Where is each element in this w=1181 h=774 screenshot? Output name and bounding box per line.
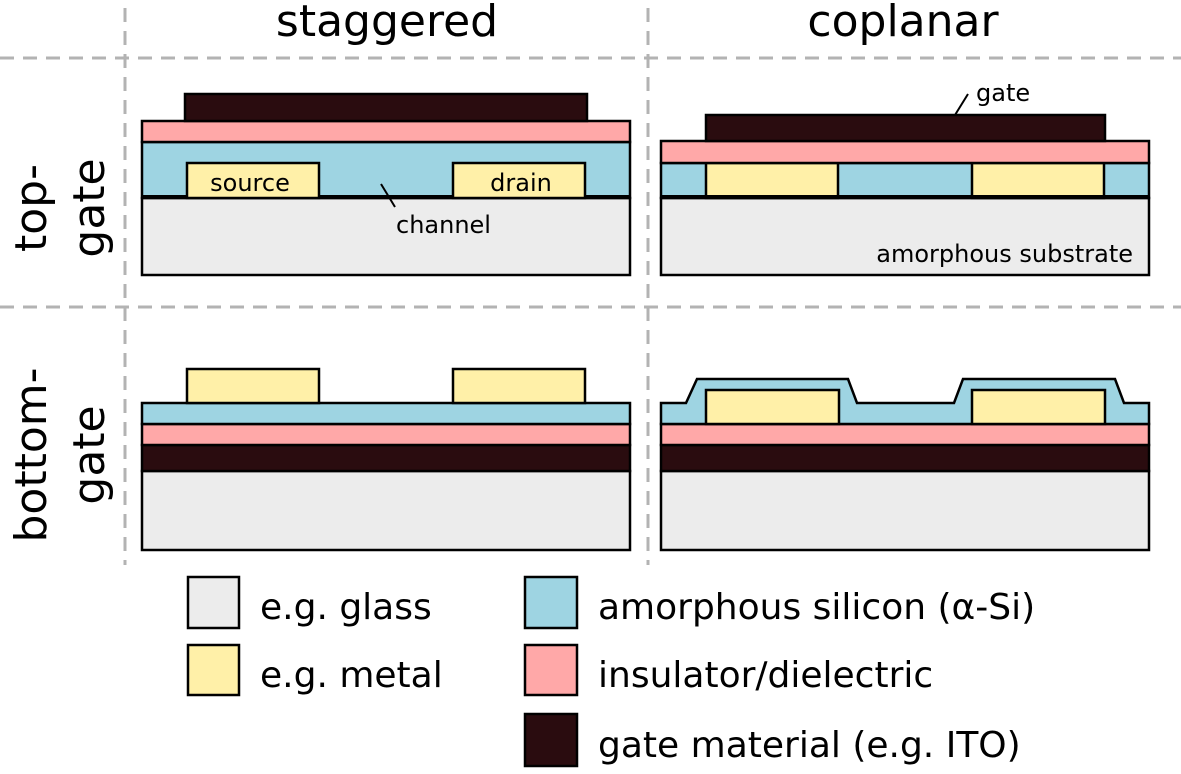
label-amorphous-substrate: amorphous substrate [876, 240, 1133, 268]
legend-swatch-insulator [523, 643, 579, 697]
legend-swatch-metal [186, 643, 241, 697]
label-drain: drain [490, 169, 552, 197]
bgc-drain-contact [970, 388, 1107, 426]
legend-item-metal: e.g. metal [186, 643, 443, 697]
bottom-gate-coplanar-device [659, 377, 1151, 552]
tgc-gate [704, 113, 1107, 143]
tgc-insulator [659, 139, 1151, 165]
legend-label-insulator: insulator/dielectric [598, 655, 933, 696]
tgs-drain-contact [451, 161, 587, 200]
column-header-coplanar: coplanar [807, 0, 999, 47]
bgc-substrate [659, 469, 1151, 552]
legend-label-gate-material: gate material (e.g. ITO) [598, 725, 1021, 766]
bgs-insulator [140, 422, 632, 447]
tgs-insulator [140, 119, 632, 144]
gate-leader-line [954, 93, 969, 116]
legend-item-glass: e.g. glass [186, 575, 432, 630]
row-header-top-gate-line1: top- [6, 164, 57, 252]
legend-label-metal: e.g. metal [260, 655, 443, 696]
legend-label-silicon: amorphous silicon (α-Si) [598, 587, 1035, 628]
bgc-insulator [659, 422, 1151, 447]
row-header-bottom-gate-line2: gate [64, 405, 115, 504]
bgc-source-contact [704, 388, 841, 426]
legend-label-glass: e.g. glass [260, 587, 432, 628]
channel-leader-line [380, 183, 396, 208]
bgc-gate [659, 443, 1151, 473]
bgs-drain-contact [451, 367, 587, 405]
bgs-silicon [140, 401, 632, 426]
label-source: source [210, 169, 290, 197]
legend-item-insulator: insulator/dielectric [523, 643, 933, 697]
bgs-source-contact [185, 367, 321, 405]
row-header-bottom-gate: bottom- gate [6, 367, 115, 542]
legend-swatch-gate-material [523, 712, 579, 768]
grid-lines [0, 8, 1181, 565]
tgc-drain-contact [970, 161, 1106, 200]
row-header-top-gate-line2: gate [64, 158, 115, 257]
tgc-source-contact [704, 161, 840, 200]
top-gate-coplanar-device: gate amorphous substrate [659, 79, 1151, 277]
label-channel: channel [396, 211, 491, 239]
legend-item-silicon: amorphous silicon (α-Si) [523, 575, 1035, 630]
bottom-gate-staggered-device [140, 367, 632, 552]
legend-swatch-glass [186, 575, 241, 630]
tgs-substrate [140, 196, 632, 277]
row-header-top-gate: top- gate [6, 158, 115, 257]
top-gate-staggered-device: source drain channel [140, 92, 632, 277]
bgs-substrate [140, 469, 632, 552]
row-header-bottom-gate-line1: bottom- [6, 367, 57, 542]
tgs-gate [183, 92, 589, 123]
column-header-staggered: staggered [276, 0, 498, 47]
legend-item-gate-material: gate material (e.g. ITO) [523, 712, 1021, 768]
legend-swatch-silicon [523, 575, 579, 630]
legend: e.g. glass e.g. metal amorphous silicon … [186, 575, 1035, 768]
label-gate: gate [976, 79, 1030, 107]
tgs-source-contact [185, 161, 321, 200]
bgs-gate [140, 443, 632, 473]
